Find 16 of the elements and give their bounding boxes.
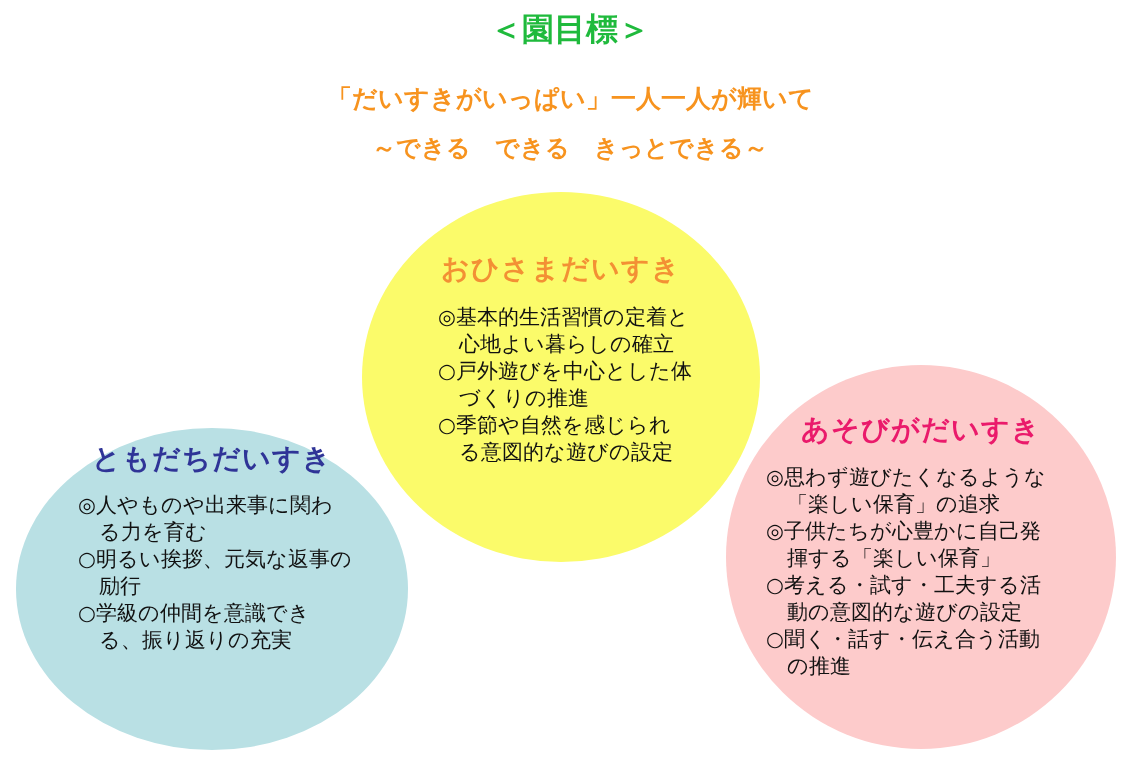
heading: ともだちだいすき (91, 441, 333, 477)
list-item: ○聞く・話す・伝え合う活動の推進 (766, 626, 1041, 680)
list-item: ○学級の仲間を意識できる、振り返りの充実 (78, 600, 311, 654)
list-item: ○戸外遊びを中心とした体づくりの推進 (438, 358, 693, 412)
list-item: ◎基本的生活習慣の定着と心地よい暮らしの確立 (438, 304, 690, 358)
list-item: ○季節や自然を感じられる意図的な遊びの設定 (438, 412, 674, 466)
heading: おひさまだいすき (440, 251, 682, 287)
heading: あそびがだいすき (800, 412, 1042, 448)
motto-text: ～できる できる きっとできる～ (371, 133, 769, 164)
list-item: ○考える・試す・工夫する活動の意図的な遊びの設定 (766, 572, 1042, 626)
list-item: ○明るい挨拶、元気な返事の励行 (78, 546, 353, 600)
list-item: ◎子供たちが心豊かに自己発揮する「楽しい保育」 (766, 518, 1042, 572)
list-item: ◎人やものや出来事に関わる力を育む (78, 492, 334, 546)
motto-text: 「だいすきがいっぱい」一人一人が輝いて (325, 83, 815, 115)
title: ＜園目標＞ (489, 9, 651, 50)
list-item: ◎思わず遊びたくなるような「楽しい保育」の追求 (766, 464, 1047, 518)
